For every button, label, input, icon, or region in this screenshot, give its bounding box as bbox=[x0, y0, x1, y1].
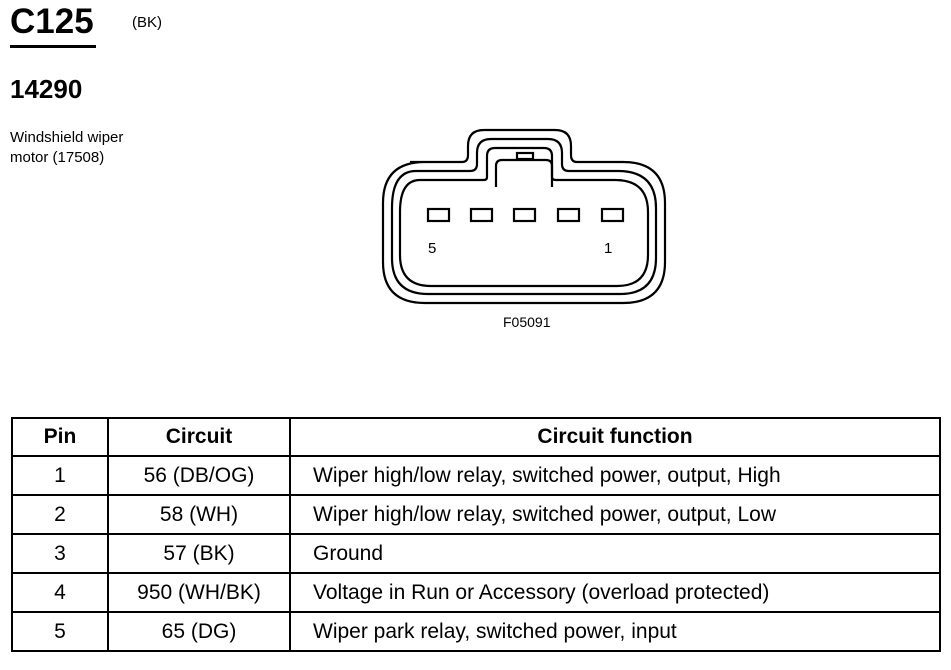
circuit-cell: 950 (WH/BK) bbox=[107, 572, 291, 613]
pin-label-1: 1 bbox=[604, 240, 612, 257]
component-description-line-1: Windshield wiper bbox=[10, 129, 124, 146]
connector-latch bbox=[494, 158, 554, 187]
table-row: 5 65 (DG) Wiper park relay, switched pow… bbox=[11, 611, 941, 652]
table-row: 1 56 (DB/OG) Wiper high/low relay, switc… bbox=[11, 455, 941, 496]
pin-slot-3 bbox=[512, 207, 537, 223]
table-row: 2 58 (WH) Wiper high/low relay, switched… bbox=[11, 494, 941, 535]
component-description: Windshield wiper motor (17508) bbox=[10, 128, 170, 168]
column-header-circuit-function: Circuit function bbox=[289, 417, 941, 457]
pin-slot-4 bbox=[469, 207, 494, 223]
circuit-cell: 58 (WH) bbox=[107, 494, 291, 535]
table-row: 3 57 (BK) Ground bbox=[11, 533, 941, 574]
function-cell: Voltage in Run or Accessory (overload pr… bbox=[289, 572, 941, 613]
pin-cell: 5 bbox=[11, 611, 109, 652]
connector-outer-shell bbox=[381, 128, 667, 305]
pin-cell: 2 bbox=[11, 494, 109, 535]
pin-cell: 3 bbox=[11, 533, 109, 574]
circuit-cell: 65 (DG) bbox=[107, 611, 291, 652]
column-header-circuit: Circuit bbox=[107, 417, 291, 457]
connector-color: (BK) bbox=[132, 14, 162, 31]
function-cell: Ground bbox=[289, 533, 941, 574]
function-cell: Wiper park relay, switched power, input bbox=[289, 611, 941, 652]
figure-id: F05091 bbox=[503, 314, 551, 330]
connector-id-underline bbox=[10, 45, 96, 48]
pin-slot-1 bbox=[600, 207, 625, 223]
part-number: 14290 bbox=[10, 74, 83, 104]
pin-label-5: 5 bbox=[428, 240, 436, 257]
table-header-row: Pin Circuit Circuit function bbox=[11, 417, 941, 457]
connector-id: C125 bbox=[10, 2, 94, 41]
circuit-cell: 56 (DB/OG) bbox=[107, 455, 291, 496]
connector-inner-shell bbox=[390, 137, 658, 296]
column-header-pin: Pin bbox=[11, 417, 109, 457]
connector-latch-tab bbox=[515, 151, 535, 161]
pin-cell: 1 bbox=[11, 455, 109, 496]
pin-slot-5 bbox=[426, 207, 451, 223]
connector-cavity-outline bbox=[398, 146, 650, 288]
function-cell: Wiper high/low relay, switched power, ou… bbox=[289, 494, 941, 535]
pin-cell: 4 bbox=[11, 572, 109, 613]
circuit-cell: 57 (BK) bbox=[107, 533, 291, 574]
pin-slot-2 bbox=[556, 207, 581, 223]
function-cell: Wiper high/low relay, switched power, ou… bbox=[289, 455, 941, 496]
component-description-line-2: motor (17508) bbox=[10, 149, 105, 166]
table-row: 4 950 (WH/BK) Voltage in Run or Accessor… bbox=[11, 572, 941, 613]
pinout-table: Pin Circuit Circuit function 1 56 (DB/OG… bbox=[11, 417, 941, 652]
